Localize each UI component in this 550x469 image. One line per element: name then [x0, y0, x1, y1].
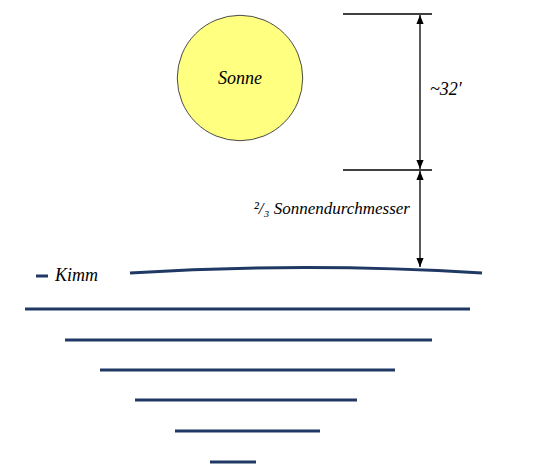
sun-circle: Sonne: [176, 14, 304, 142]
sea-lines: [25, 268, 482, 463]
dimension-label: ²/₃ Sonnendurchmesser: [254, 200, 410, 219]
dimension-label: ~32′: [430, 80, 462, 100]
dimension-lines: [343, 14, 432, 267]
sun-label: Sonne: [218, 68, 262, 89]
horizon-label: Kimm: [55, 266, 98, 286]
